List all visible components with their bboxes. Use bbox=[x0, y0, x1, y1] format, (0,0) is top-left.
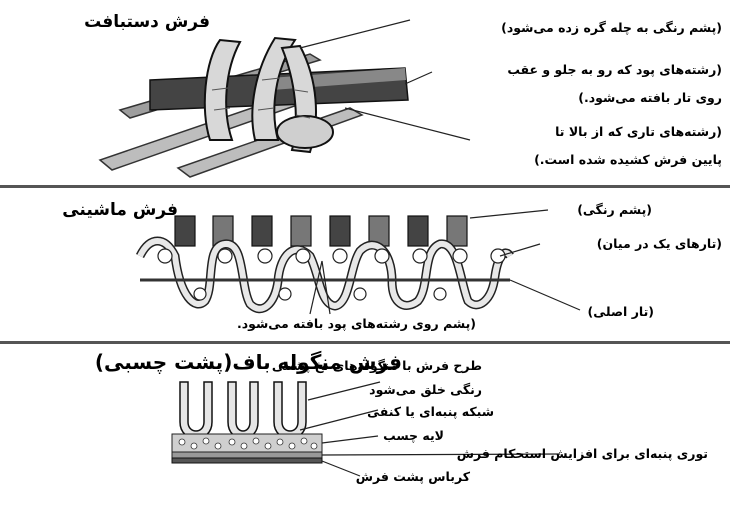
label-pattern-line1: طرح فرش با منگوله‌های نخ پشمی bbox=[272, 358, 482, 374]
label-pattern-line2: رنگی خلق می‌شود bbox=[369, 382, 482, 398]
label-warp-line1: (رشته‌های تاری که از بالا تا bbox=[555, 124, 722, 140]
machine-carpet-panel: فرش ماشینی bbox=[0, 186, 730, 342]
label-cotton-net: توری پنبه‌ای برای افزایش استحکام فرش bbox=[457, 446, 708, 462]
pointer-main-warp bbox=[510, 280, 580, 310]
pointer-wool bbox=[300, 20, 410, 48]
wool-post-7 bbox=[408, 216, 428, 246]
label-main-warp: (تار اصلی) bbox=[588, 304, 654, 320]
label-wool-on-weft: (پشم روی رشته‌های پود بافته می‌شود. bbox=[237, 316, 476, 332]
backing-canvas bbox=[172, 458, 322, 463]
pointer-glue bbox=[322, 436, 378, 443]
knot-wrap bbox=[277, 116, 333, 148]
pointer-weft bbox=[405, 72, 432, 84]
label-weft-line1: (رشته‌های پود که رو به جلو و عقب bbox=[507, 62, 722, 78]
tufted-carpet-panel: فرش منگوله باف(پشت چسبی) طرح فرش با منگو… bbox=[0, 342, 730, 508]
hand-knotted-carpet-panel: فرش دستبافت (پشم رنگی به چله bbox=[0, 0, 730, 186]
pointer-canvas bbox=[322, 461, 360, 476]
label-canvas: کرباس پشت فرش bbox=[356, 469, 470, 485]
cotton-net bbox=[172, 452, 322, 458]
pointer-wool bbox=[470, 210, 548, 218]
label-glue-layer: لایه چسب bbox=[383, 428, 444, 444]
label-middle-warps: (تارهای یک در میان) bbox=[597, 236, 722, 252]
pointer-warp bbox=[345, 108, 470, 140]
tuft-loop-1 bbox=[180, 382, 212, 439]
wool-post-5 bbox=[330, 216, 350, 246]
tuft-loop-2 bbox=[228, 382, 258, 439]
label-weft-line2: روی تار بافته می‌شود.) bbox=[578, 90, 722, 106]
wool-post-4 bbox=[291, 216, 311, 246]
label-wool-knotted: (پشم رنگی به چله گره زده می‌شود) bbox=[501, 20, 722, 36]
wool-post-3 bbox=[252, 216, 272, 246]
label-warp-line2: پایین فرش کشیده شده است.) bbox=[534, 152, 722, 168]
label-colored-wool: (پشم رنگی) bbox=[577, 202, 652, 218]
wool-post-8 bbox=[447, 216, 467, 246]
label-mesh: شبکه پنبه‌ای یا کنفی bbox=[367, 404, 494, 420]
wool-post-1 bbox=[175, 216, 195, 246]
